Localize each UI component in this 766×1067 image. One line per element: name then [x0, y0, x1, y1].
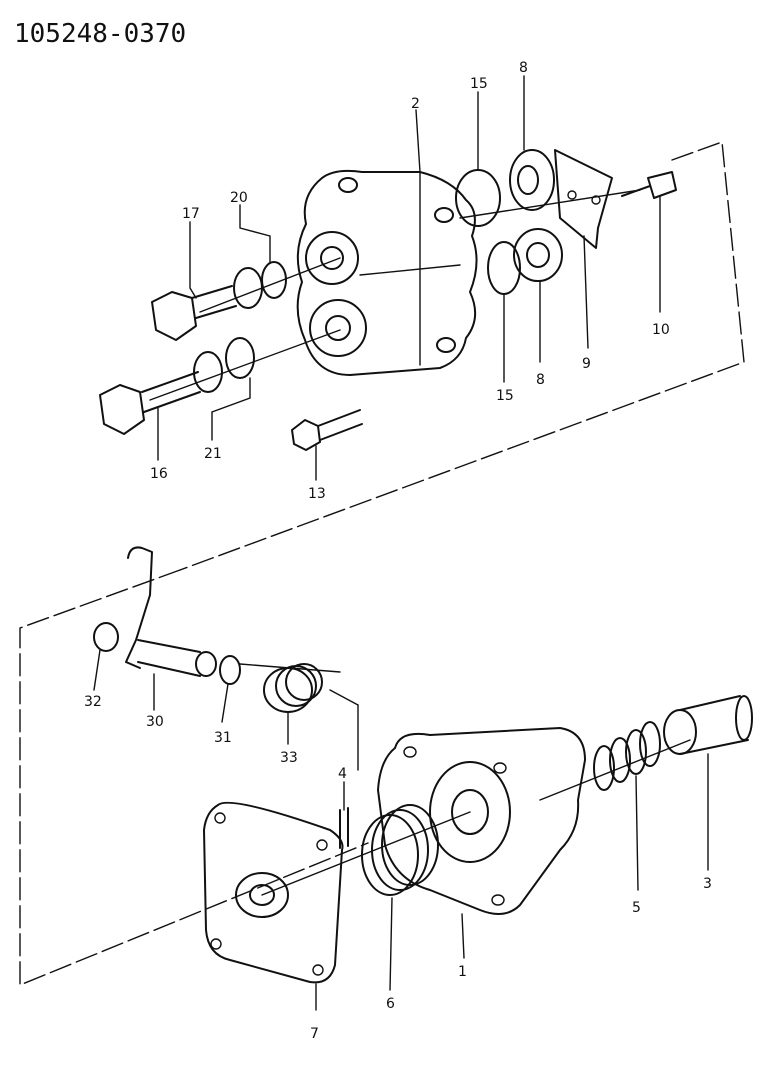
callout-6: 6 — [386, 996, 395, 1012]
upper-center-lines — [149, 189, 641, 401]
spring-part-33 — [263, 663, 323, 713]
callout-9: 9 — [582, 356, 591, 372]
callout-21: 21 — [204, 446, 222, 462]
washers-part-21 — [193, 337, 255, 393]
callout-32: 32 — [84, 694, 102, 710]
callout-1: 1 — [458, 964, 467, 980]
o-ring-part-31 — [219, 655, 241, 685]
callout-13: 13 — [308, 486, 326, 502]
lever-shaft-part-30 — [125, 546, 217, 677]
callout-5: 5 — [632, 900, 641, 916]
valve-seats-part-8 — [509, 149, 563, 282]
cap-part-3 — [663, 695, 753, 755]
callout-7: 7 — [310, 1026, 319, 1042]
callout-17: 17 — [182, 206, 200, 222]
screw-part-10 — [621, 171, 677, 199]
callout-3: 3 — [703, 876, 712, 892]
gasket-plate-part-9 — [554, 149, 613, 249]
part-number-title: 105248-0370 — [14, 19, 186, 49]
diaphragm-part-7 — [203, 801, 344, 984]
callout-30: 30 — [146, 714, 164, 730]
callout-8-bottom: 8 — [536, 372, 545, 388]
callout-20: 20 — [230, 190, 248, 206]
callout-15-top: 15 — [470, 76, 488, 92]
clip-part-32 — [93, 622, 119, 652]
callout-15-bottom: 15 — [496, 388, 514, 404]
pin-part-4 — [339, 807, 349, 849]
callout-16: 16 — [150, 466, 168, 482]
lower-center-lines — [239, 663, 691, 896]
banjo-bolt-part-17 — [151, 285, 237, 341]
spring-part-5 — [593, 721, 661, 791]
diaphragm-housing-part-1 — [377, 727, 586, 915]
screw-part-13 — [291, 409, 363, 451]
washers-part-20 — [233, 261, 287, 309]
callout-33: 33 — [280, 750, 298, 766]
callout-2: 2 — [411, 96, 420, 112]
banjo-bolt-part-16 — [99, 371, 201, 435]
leader-boundary-lines — [19, 141, 745, 987]
callout-leaders — [93, 75, 709, 1011]
callout-31: 31 — [214, 730, 232, 746]
callout-8-top: 8 — [519, 60, 528, 76]
callout-10: 10 — [652, 322, 670, 338]
callout-labels: 2 15 8 10 9 8 15 17 20 21 16 13 32 30 31… — [84, 60, 712, 1042]
cover-body-part-2 — [296, 169, 478, 376]
callout-4: 4 — [338, 766, 347, 782]
